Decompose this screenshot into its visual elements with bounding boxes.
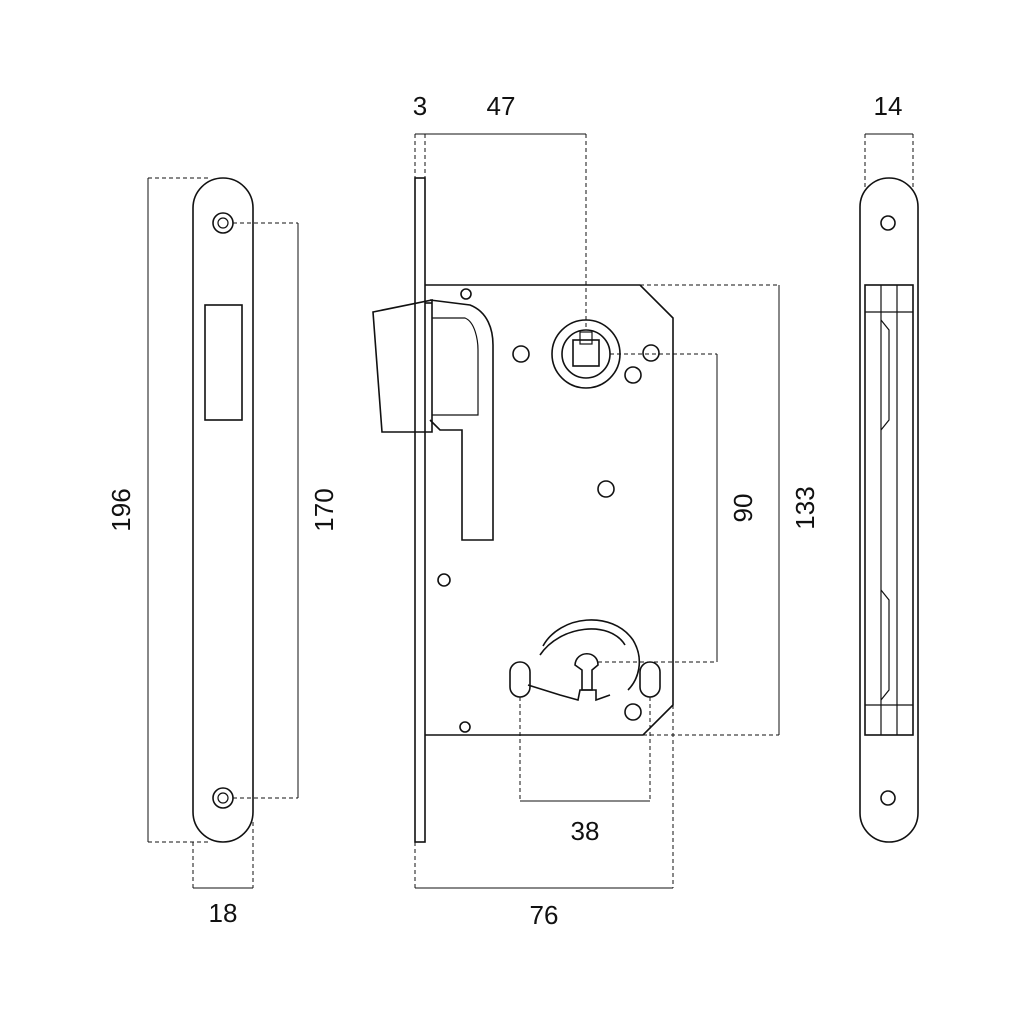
dim-screw-spacing: 170 bbox=[309, 488, 339, 531]
lock-edge-view bbox=[859, 133, 919, 843]
dim-backset: 47 bbox=[487, 91, 516, 121]
latch-lever bbox=[429, 299, 494, 541]
top-screw-hole-icon bbox=[880, 215, 896, 231]
dim-faceplate-width: 18 bbox=[209, 898, 238, 928]
hole-icon bbox=[459, 721, 471, 733]
hole-icon bbox=[460, 288, 472, 300]
dim-case-height: 133 bbox=[790, 486, 820, 529]
bottom-screw-hole-icon bbox=[212, 787, 234, 809]
hole-icon bbox=[624, 366, 642, 384]
hole-icon bbox=[642, 344, 660, 362]
latch-opening bbox=[204, 304, 243, 421]
dim-side-width: 14 bbox=[874, 91, 903, 121]
hole-icon bbox=[624, 703, 642, 721]
hole-icon bbox=[597, 480, 615, 498]
hole-icon bbox=[512, 345, 530, 363]
bottom-screw-hole-icon bbox=[880, 790, 896, 806]
dim-faceplate-height: 196 bbox=[106, 488, 136, 531]
lock-body-side-view bbox=[372, 133, 780, 889]
dim-lower-spacing: 38 bbox=[571, 816, 600, 846]
latch-bolt bbox=[372, 299, 433, 433]
faceplate-front-view bbox=[147, 177, 299, 889]
top-screw-hole-icon bbox=[212, 212, 234, 234]
dim-overall-depth: 76 bbox=[530, 900, 559, 930]
cylinder-cutout-icon bbox=[509, 619, 661, 702]
follower-hub-icon bbox=[551, 319, 621, 389]
hole-icon bbox=[437, 573, 451, 587]
dim-faceplate-thickness: 3 bbox=[413, 91, 427, 121]
dim-center-distance: 90 bbox=[728, 494, 758, 523]
